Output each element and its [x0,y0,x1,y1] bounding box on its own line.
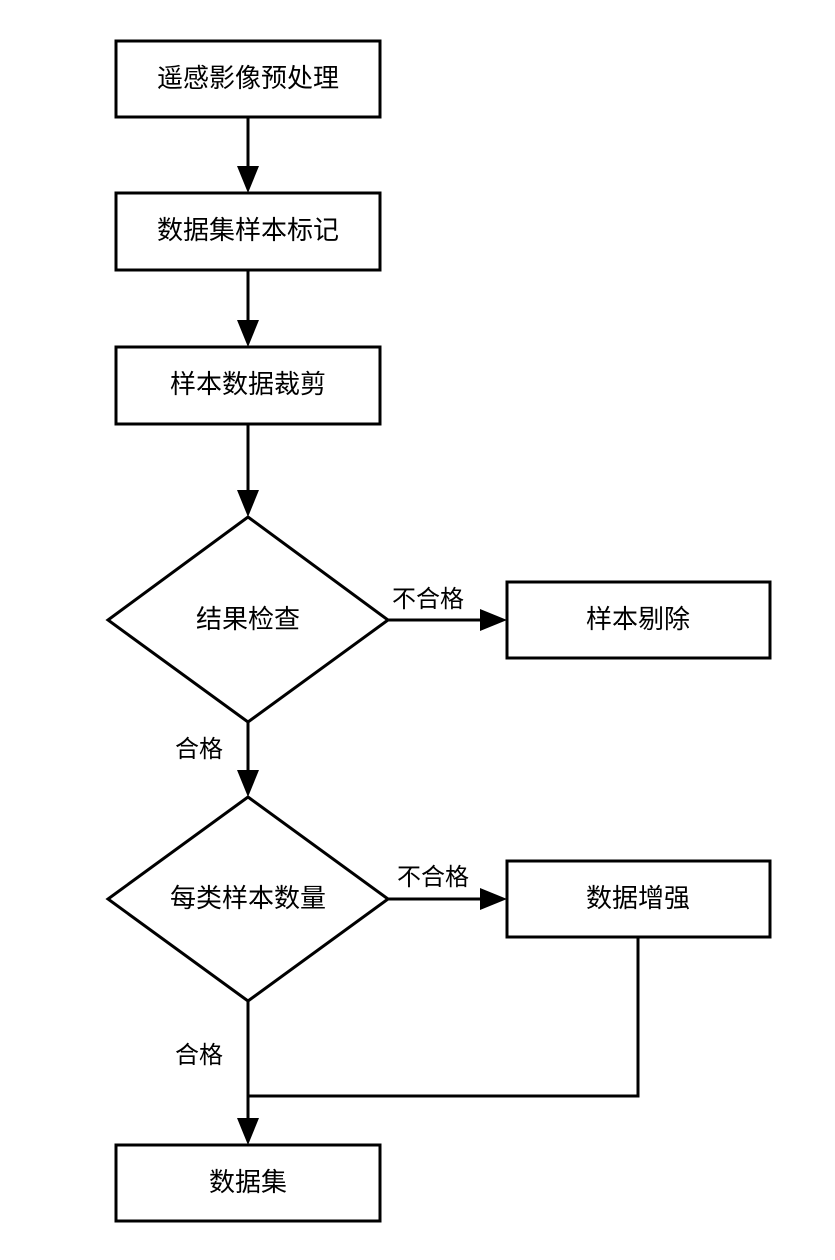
node-cropping: 样本数据裁剪 [114,345,382,426]
node-augmentation: 数据增强 [505,859,772,939]
arrowhead-check [237,490,259,517]
node-cropping-label: 样本数据裁剪 [170,370,326,400]
node-dataset-label: 数据集 [209,1168,287,1198]
edge-label-count-pass: 合格 [175,1041,223,1069]
edge-label-check-fail: 不合格 [392,585,464,613]
node-check-result: 结果检查 [105,515,391,724]
node-count-per-class: 每类样本数量 [105,795,391,1003]
arrowhead-reject [480,609,507,631]
arrowhead-dataset [237,1118,259,1145]
node-augmentation-label: 数据增强 [586,884,690,914]
node-reject-sample: 样本剔除 [505,580,772,660]
arrowhead-labeling [237,166,259,193]
node-labeling: 数据集样本标记 [114,191,382,272]
edge-label-check-pass: 合格 [175,735,223,763]
edge-label-count-fail: 不合格 [397,863,469,891]
node-preprocess: 遥感影像预处理 [114,39,382,119]
node-count-per-class-label: 每类样本数量 [170,884,326,914]
node-check-result-label: 结果检查 [196,605,300,635]
node-labeling-label: 数据集样本标记 [157,216,339,246]
node-reject-sample-label: 样本剔除 [586,605,690,635]
edge-augmentation-to-dataset [248,937,640,1098]
arrowhead-count [237,770,259,797]
arrowhead-augmentation [480,888,507,910]
arrowhead-cropping [237,320,259,347]
node-dataset: 数据集 [114,1143,382,1223]
edges [237,117,640,1145]
node-preprocess-label: 遥感影像预处理 [157,64,339,94]
